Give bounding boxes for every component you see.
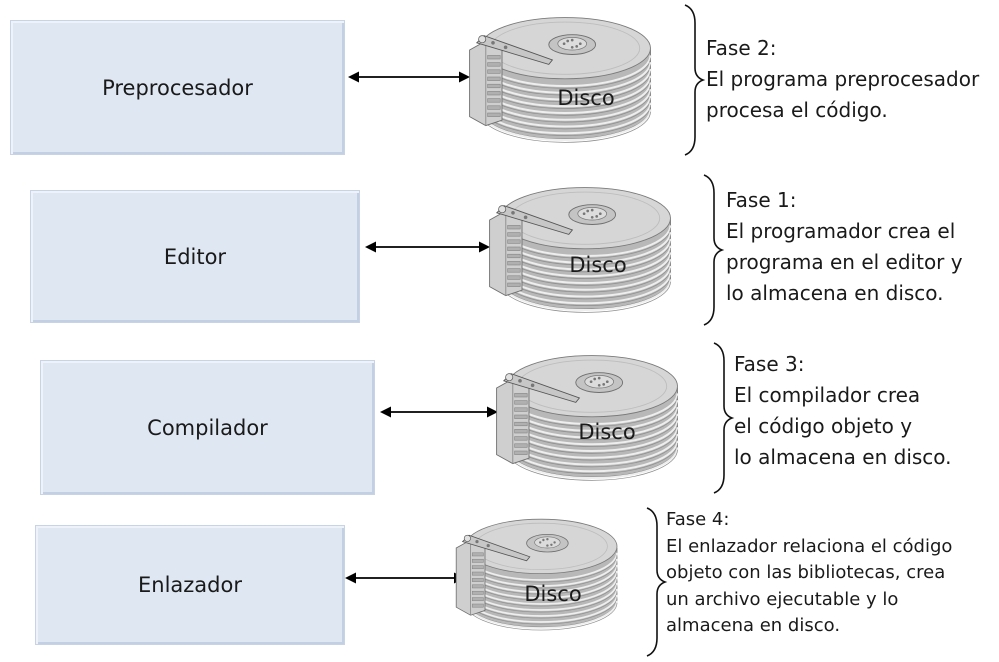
process-box: Compilador <box>40 360 375 495</box>
hard-disk-icon: Disco <box>489 187 672 313</box>
process-box-label: Enlazador <box>138 573 242 597</box>
process-box-label: Compilador <box>147 415 268 440</box>
curly-brace <box>646 507 668 657</box>
process-box: Enlazador <box>35 525 345 645</box>
hard-disk-icon: Disco <box>496 355 679 481</box>
phase-description-line: El compilador crea <box>734 383 921 407</box>
phase-description: Fase 4: El enlazador relaciona el código o… <box>666 507 952 640</box>
curly-brace <box>713 342 735 494</box>
phase-description-line: un archivo ejecutable y lo <box>666 588 899 610</box>
phase-description-line: lo almacena en disco. <box>734 445 952 469</box>
phase-description-line: procesa el código. <box>706 98 888 122</box>
phase-description: Fase 2: El programa preprocesador procesa … <box>706 33 979 126</box>
phase-description: Fase 3: El compilador crea el código objet… <box>734 349 952 473</box>
phase-title: Fase 2: <box>706 36 777 60</box>
phase-title: Fase 3: <box>734 352 805 376</box>
process-box-label: Editor <box>163 244 227 269</box>
phase-description-line: programa en el editor y <box>726 250 963 274</box>
process-box: Editor <box>30 190 360 323</box>
disk-label: Disco <box>569 253 626 277</box>
phase-description-line: almacena en disco. <box>666 615 841 636</box>
phase-description-line: lo almacena en disco. <box>726 281 944 305</box>
curly-brace <box>703 174 725 326</box>
disk-label: Disco <box>578 420 635 444</box>
phase-description-line: El programador crea el <box>726 219 956 243</box>
hard-disk-icon: Disco <box>469 17 652 143</box>
process-box: Preprocesador <box>10 20 345 155</box>
disk-label: Disco <box>557 86 614 110</box>
phase-description-line: El programa preprocesador <box>706 67 980 91</box>
phase-title: Fase 4: <box>666 509 730 530</box>
phase-description-line: El enlazador relaciona el código <box>666 535 953 557</box>
hard-disk-icon: Disco <box>455 518 618 631</box>
process-box-label: Preprocesador <box>102 75 253 100</box>
double-arrow-icon <box>348 71 470 83</box>
phase-title: Fase 1: <box>726 188 797 212</box>
curly-brace <box>684 4 706 156</box>
phase-description: Fase 1: El programador crea el programa en… <box>726 185 963 309</box>
double-arrow-icon <box>365 241 490 253</box>
double-arrow-icon <box>380 406 498 418</box>
phase-description-line: el código objeto y <box>734 414 913 438</box>
disk-label: Disco <box>524 582 581 606</box>
phase-description-line: objeto con las bibliotecas, crea <box>666 562 946 583</box>
double-arrow-icon <box>345 572 465 584</box>
